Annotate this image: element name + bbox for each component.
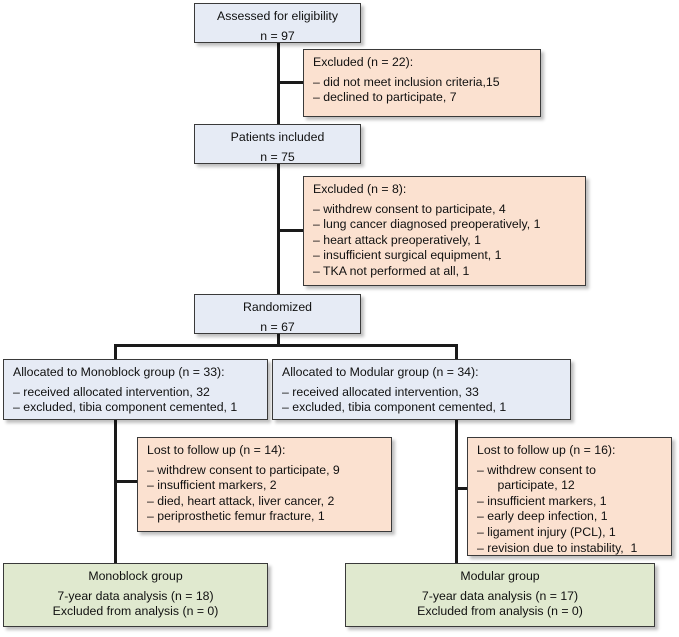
node-allocated-modular: Allocated to Modular group (n = 34): – r… bbox=[272, 359, 571, 420]
included-line-1: Patients included bbox=[230, 130, 325, 144]
lost-monoblock-line-4: – died, heart attack, liver cancer, 2 bbox=[147, 493, 335, 508]
node-excluded-8: Excluded (n = 8): – withdrew consent to … bbox=[303, 176, 586, 286]
node-patients-included: Patients included n = 75 bbox=[194, 124, 361, 164]
excluded-2-line-3: – lung cancer diagnosed preoperatively, … bbox=[313, 217, 541, 232]
analysis-modular-line-3: Excluded from analysis (n = 0) bbox=[417, 604, 583, 619]
connector-spur-excluded-2 bbox=[277, 229, 305, 232]
lost-modular-line-7: – revision due to instability, 1 bbox=[477, 540, 638, 555]
lost-modular-line-2: – withdrew consent to bbox=[477, 462, 596, 477]
connector-branch-right-drop bbox=[455, 344, 458, 360]
node-lost-followup-modular: Lost to follow up (n = 16): – withdrew c… bbox=[467, 437, 672, 556]
lost-modular-line-6: – ligament injury (PCL), 1 bbox=[477, 524, 616, 539]
lost-monoblock-line-5: – periprosthetic femur fracture, 1 bbox=[147, 509, 325, 524]
alloc-monoblock-line-1: Allocated to Monoblock group (n = 33): bbox=[13, 365, 225, 379]
node-lost-followup-monoblock: Lost to follow up (n = 14): – withdrew c… bbox=[137, 437, 392, 532]
node-assessed-for-eligibility: Assessed for eligibility n = 97 bbox=[194, 3, 361, 43]
analysis-monoblock-line-1: Monoblock group bbox=[88, 569, 183, 583]
lost-modular-line-3: participate, 12 bbox=[477, 478, 575, 493]
node-randomized: Randomized n = 67 bbox=[194, 294, 361, 334]
node-allocated-monoblock: Allocated to Monoblock group (n = 33): –… bbox=[3, 359, 268, 420]
alloc-modular-line-1: Allocated to Modular group (n = 34): bbox=[282, 365, 479, 379]
assessed-line-1: Assessed for eligibility bbox=[217, 9, 338, 23]
connector-randomized-split-bar bbox=[114, 344, 458, 347]
connector-modular-alloc-to-analysis bbox=[455, 420, 458, 564]
randomized-line-1: Randomized bbox=[242, 300, 313, 314]
analysis-monoblock-line-3: Excluded from analysis (n = 0) bbox=[52, 604, 219, 619]
connector-randomized-stem bbox=[277, 333, 280, 346]
excluded-2-line-5: – insufficient surgical equipment, 1 bbox=[313, 248, 502, 263]
lost-monoblock-line-1: Lost to follow up (n = 14): bbox=[147, 443, 286, 457]
node-analysis-modular: Modular group 7-year data analysis (n = … bbox=[345, 563, 655, 627]
connector-branch-left-drop bbox=[114, 344, 117, 360]
excluded-2-line-2: – withdrew consent to participate, 4 bbox=[313, 201, 506, 216]
excluded-2-line-6: – TKA not performed at all, 1 bbox=[313, 263, 470, 278]
connector-monoblock-alloc-to-analysis bbox=[114, 420, 117, 564]
analysis-modular-line-2: 7-year data analysis (n = 17) bbox=[421, 588, 579, 603]
connector-assessed-to-included bbox=[277, 42, 280, 126]
analysis-modular-line-1: Modular group bbox=[460, 569, 540, 583]
alloc-monoblock-line-3: – excluded, tibia component cemented, 1 bbox=[13, 400, 238, 415]
excluded-1-line-3: – declined to participate, 7 bbox=[313, 90, 457, 105]
alloc-modular-line-3: – excluded, tibia component cemented, 1 bbox=[282, 400, 507, 415]
excluded-2-line-1: Excluded (n = 8): bbox=[313, 182, 407, 196]
excluded-1-line-2: – did not meet inclusion criteria,15 bbox=[313, 74, 500, 89]
alloc-monoblock-line-2: – received allocated intervention, 32 bbox=[13, 384, 210, 399]
included-line-2: n = 75 bbox=[260, 149, 295, 164]
alloc-modular-line-2: – received allocated intervention, 33 bbox=[282, 384, 479, 399]
randomized-line-2: n = 67 bbox=[260, 319, 295, 334]
excluded-1-line-1: Excluded (n = 22): bbox=[313, 55, 414, 69]
connector-spur-excluded-1 bbox=[277, 81, 305, 84]
node-excluded-22: Excluded (n = 22): – did not meet inclus… bbox=[303, 49, 541, 117]
lost-modular-line-5: – early deep infection, 1 bbox=[477, 509, 608, 524]
node-analysis-monoblock: Monoblock group 7-year data analysis (n … bbox=[3, 563, 268, 627]
lost-modular-line-4: – insufficient markers, 1 bbox=[477, 493, 607, 508]
connector-spur-lost-monoblock bbox=[114, 480, 138, 483]
lost-modular-line-1: Lost to follow up (n = 16): bbox=[477, 443, 616, 457]
lost-monoblock-line-2: – withdrew consent to participate, 9 bbox=[147, 462, 340, 477]
connector-spur-lost-modular bbox=[455, 487, 468, 490]
assessed-line-2: n = 97 bbox=[260, 28, 295, 43]
lost-monoblock-line-3: – insufficient markers, 2 bbox=[147, 478, 277, 493]
analysis-monoblock-line-2: 7-year data analysis (n = 18) bbox=[57, 588, 214, 603]
excluded-2-line-4: – heart attack preoperatively, 1 bbox=[313, 232, 481, 247]
